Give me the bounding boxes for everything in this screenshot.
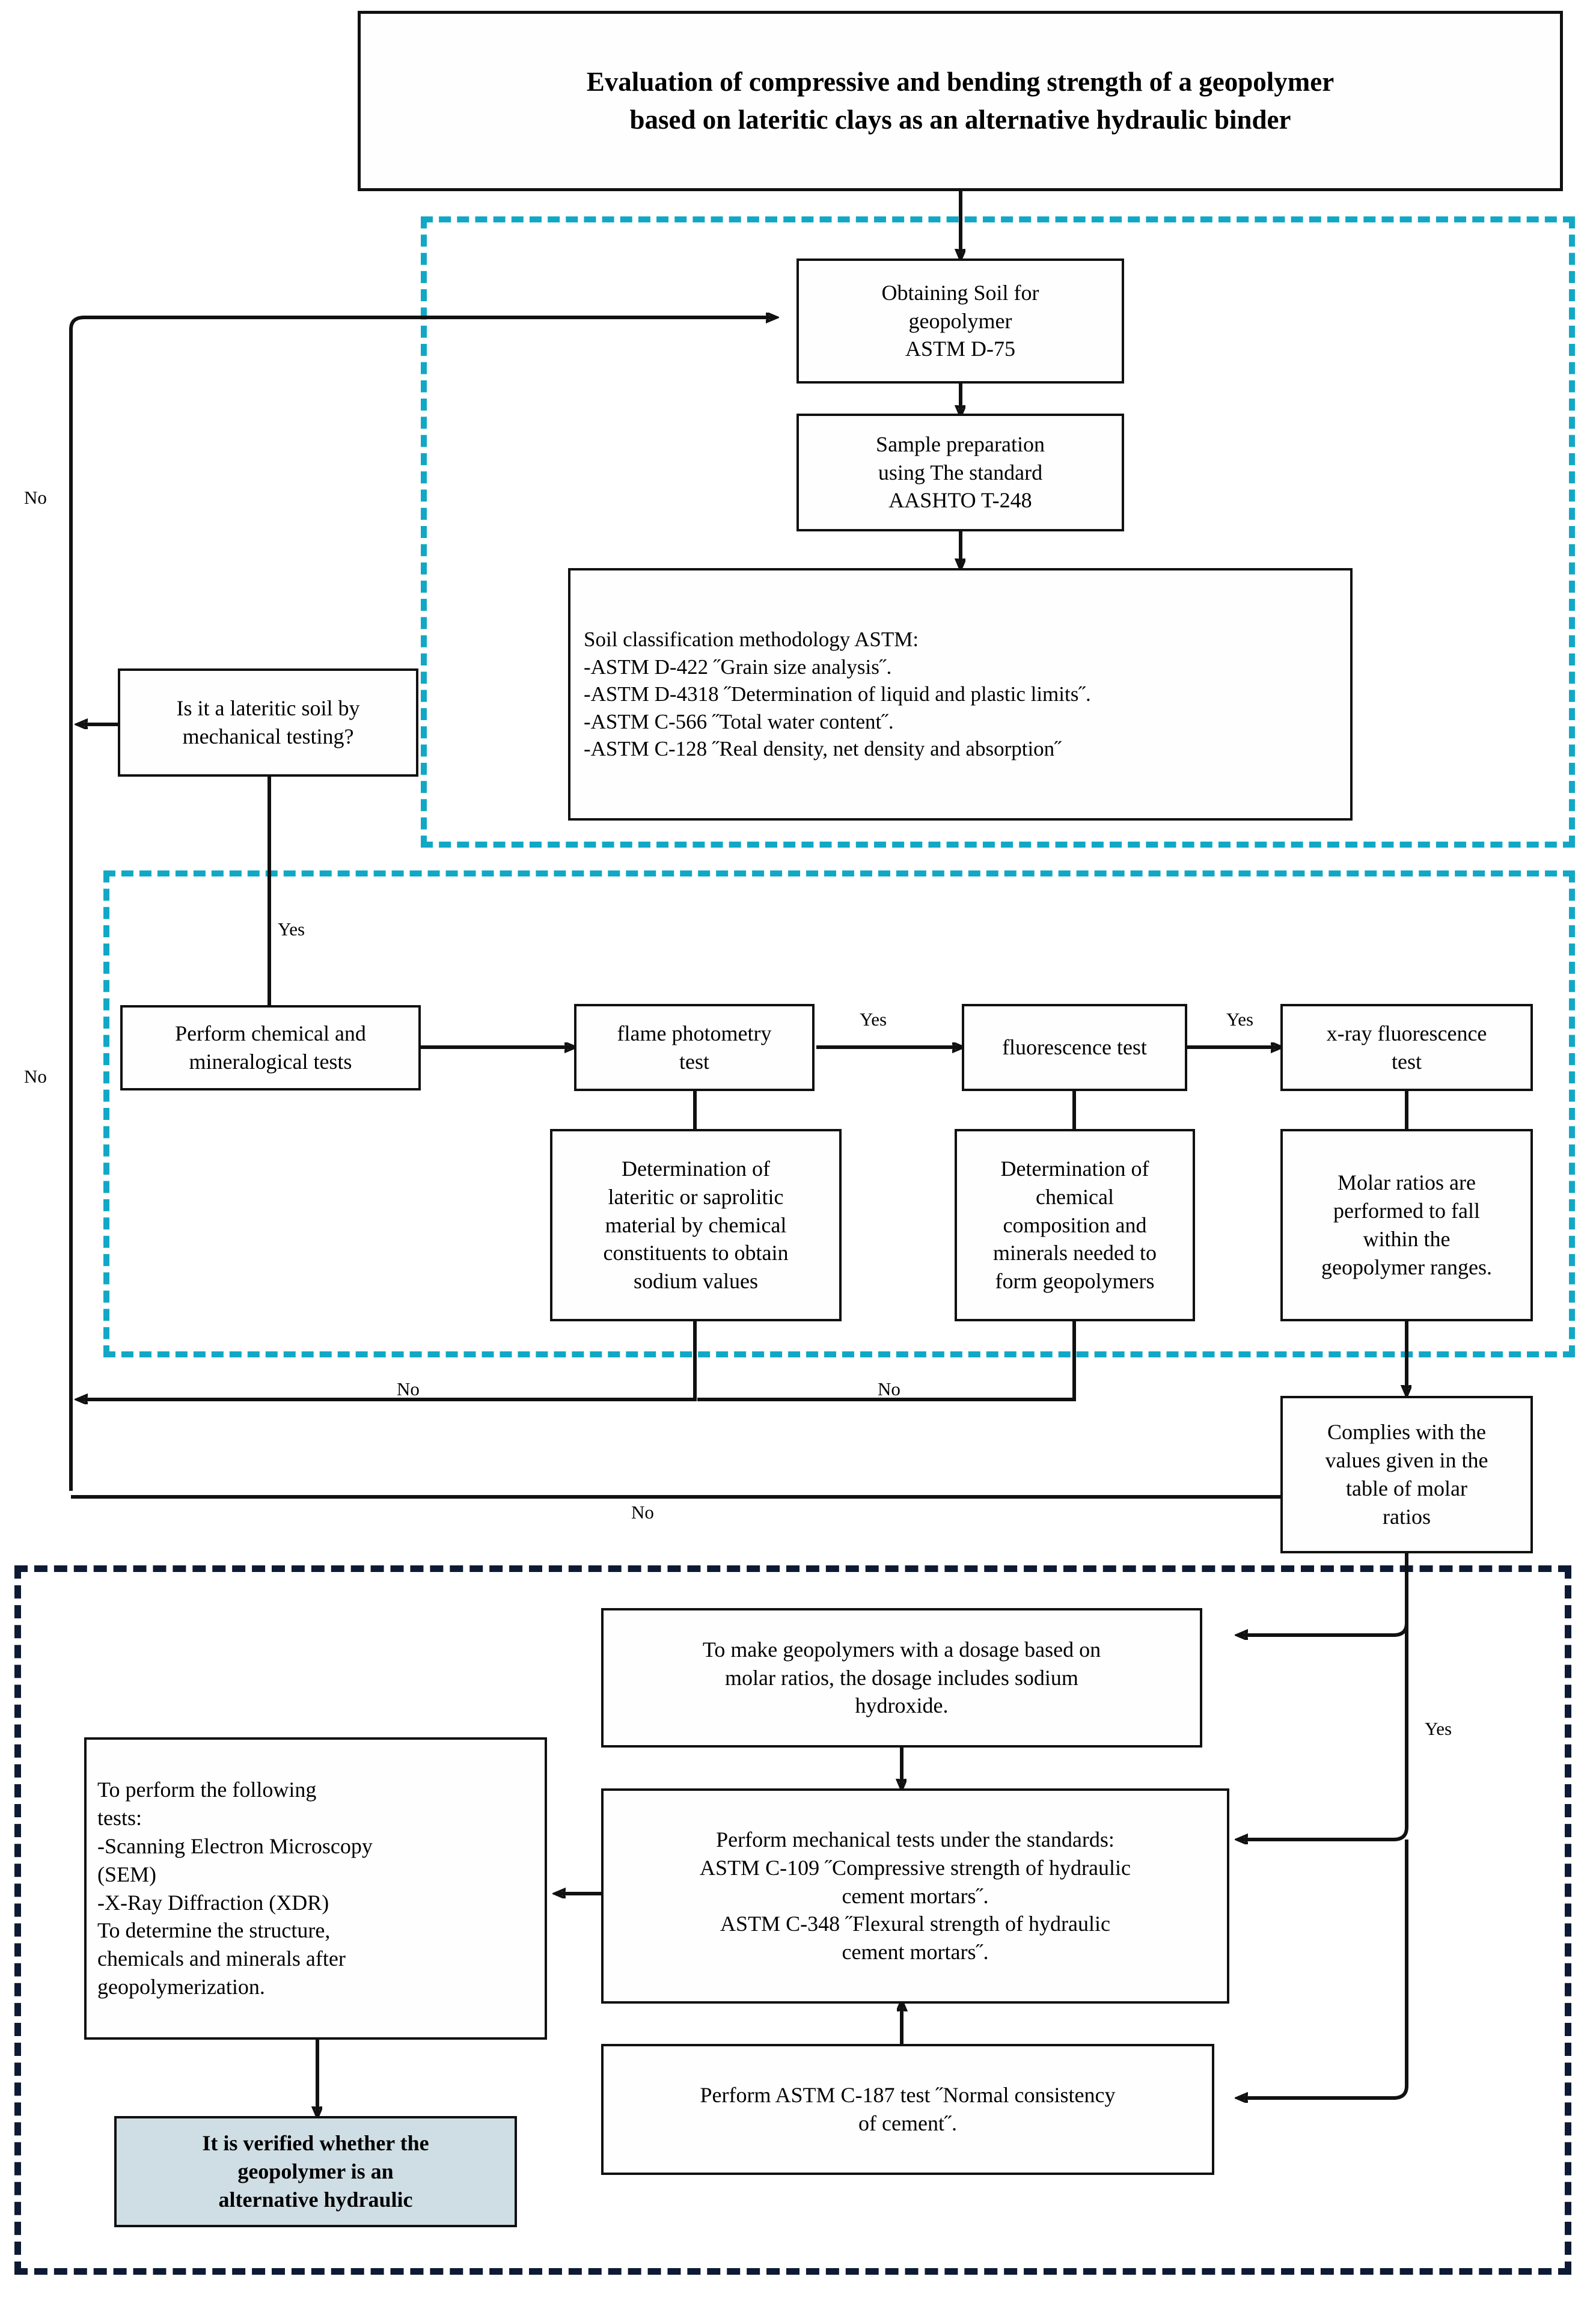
node-chemical-tests[interactable]: Perform chemical and mineralogical tests xyxy=(120,1005,421,1090)
edge-label-yes-flame: Yes xyxy=(860,1009,887,1030)
node-complies-molar-ratios[interactable]: Complies with the values given in the ta… xyxy=(1280,1396,1533,1553)
edge-label-yes-fluorescence: Yes xyxy=(1226,1009,1254,1030)
node-determination-sodium[interactable]: Determination of lateritic or saprolitic… xyxy=(550,1129,842,1321)
node-xray-fluorescence-test[interactable]: x-ray fluorescence test xyxy=(1280,1004,1533,1091)
node-flame-photometry[interactable]: flame photometry test xyxy=(574,1004,815,1091)
node-verified-result[interactable]: It is verified whether the geopolymer is… xyxy=(114,2116,517,2227)
edge-label-yes-complies: Yes xyxy=(1425,1718,1452,1739)
node-sem-xdr[interactable]: To perform the following tests: -Scannin… xyxy=(84,1737,547,2040)
node-determination-chemical[interactable]: Determination of chemical composition an… xyxy=(955,1129,1195,1321)
edge-label-no-top-left: No xyxy=(24,487,47,508)
node-soil-classification[interactable]: Soil classification methodology ASTM: -A… xyxy=(568,568,1353,821)
node-molar-ratios[interactable]: Molar ratios are performed to fall withi… xyxy=(1280,1129,1533,1321)
edge-label-no-mid-left: No xyxy=(24,1066,47,1087)
node-make-geopolymers[interactable]: To make geopolymers with a dosage based … xyxy=(601,1608,1202,1748)
node-sample-preparation[interactable]: Sample preparation using The standard AA… xyxy=(796,414,1124,531)
node-lateritic-question[interactable]: Is it a lateritic soil by mechanical tes… xyxy=(118,668,418,777)
node-mechanical-tests[interactable]: Perform mechanical tests under the stand… xyxy=(601,1788,1229,2004)
edge-label-no-bottom: No xyxy=(631,1502,654,1523)
edge-label-no-fluorescence: No xyxy=(878,1378,900,1399)
node-fluorescence-test[interactable]: fluorescence test xyxy=(962,1004,1187,1091)
page-title: Evaluation of compressive and bending st… xyxy=(358,11,1563,191)
edge-label-no-flame: No xyxy=(397,1378,420,1399)
edge-label-yes-lateritic: Yes xyxy=(278,919,305,940)
node-obtaining-soil[interactable]: Obtaining Soil for geopolymer ASTM D-75 xyxy=(796,258,1124,384)
node-consistency-test[interactable]: Perform ASTM C-187 test ˝Normal consiste… xyxy=(601,2044,1214,2175)
